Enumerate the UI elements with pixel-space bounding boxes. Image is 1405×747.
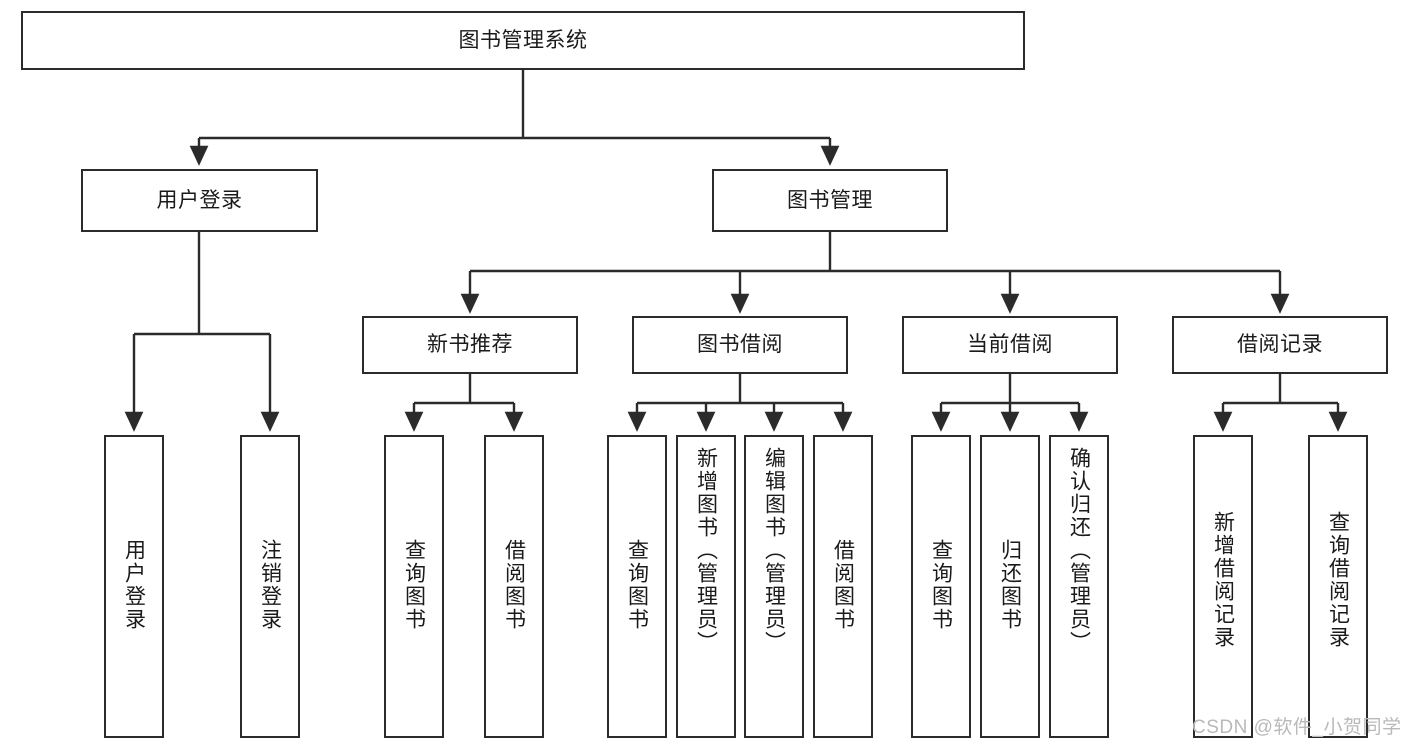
node-label: 注销登录: [258, 539, 282, 631]
node-label: 新书推荐: [427, 333, 513, 357]
node-book-borrow[interactable]: 图书借阅: [632, 316, 848, 374]
node-user-login[interactable]: 用户登录: [81, 169, 318, 232]
node-label: 图书借阅: [697, 333, 783, 357]
node-label: 查询图书: [625, 539, 649, 631]
node-label: 查询图书: [402, 539, 426, 631]
node-leaf-add-book-admin[interactable]: 新增图书（管理员）: [676, 435, 736, 738]
node-leaf-borrow-book-recommend[interactable]: 借阅图书: [484, 435, 544, 738]
node-leaf-logout[interactable]: 注销登录: [240, 435, 300, 738]
node-leaf-borrow-book[interactable]: 借阅图书: [813, 435, 873, 738]
node-label: 查询借阅记录: [1326, 511, 1350, 649]
node-leaf-query-book-recommend[interactable]: 查询图书: [384, 435, 444, 738]
node-borrow-record[interactable]: 借阅记录: [1172, 316, 1388, 374]
node-leaf-edit-book-admin[interactable]: 编辑图书（管理员）: [744, 435, 804, 738]
node-leaf-query-book-current[interactable]: 查询图书: [911, 435, 971, 738]
node-leaf-return-book[interactable]: 归还图书: [980, 435, 1040, 738]
node-current-borrow[interactable]: 当前借阅: [902, 316, 1118, 374]
node-leaf-query-borrow-record[interactable]: 查询借阅记录: [1308, 435, 1368, 738]
node-leaf-user-login[interactable]: 用户登录: [104, 435, 164, 738]
node-label: 用户登录: [156, 188, 243, 212]
node-leaf-add-borrow-record[interactable]: 新增借阅记录: [1193, 435, 1253, 738]
node-label: 当前借阅: [967, 333, 1053, 357]
node-leaf-query-book-borrow[interactable]: 查询图书: [607, 435, 667, 738]
node-book-management[interactable]: 图书管理: [712, 169, 948, 232]
node-label: 用户登录: [122, 539, 146, 631]
node-leaf-confirm-return-admin[interactable]: 确认归还（管理员）: [1049, 435, 1109, 738]
node-label: 新增借阅记录: [1211, 511, 1235, 649]
node-label: 编辑图书（管理员）: [762, 447, 786, 654]
node-label: 图书管理: [787, 188, 873, 212]
node-label: 借阅图书: [502, 539, 526, 631]
csdn-watermark: CSDN @软件_小贺同学: [1192, 717, 1402, 738]
node-label: 借阅图书: [831, 539, 855, 631]
node-label: 借阅记录: [1237, 333, 1323, 357]
node-label: 新增图书（管理员）: [694, 447, 718, 654]
node-label: 查询图书: [929, 539, 953, 631]
node-label: 归还图书: [998, 539, 1022, 631]
node-new-book-recommend[interactable]: 新书推荐: [362, 316, 578, 374]
node-label: 确认归还（管理员）: [1067, 447, 1091, 654]
node-label: 图书管理系统: [458, 28, 588, 52]
node-root-system[interactable]: 图书管理系统: [21, 11, 1025, 70]
